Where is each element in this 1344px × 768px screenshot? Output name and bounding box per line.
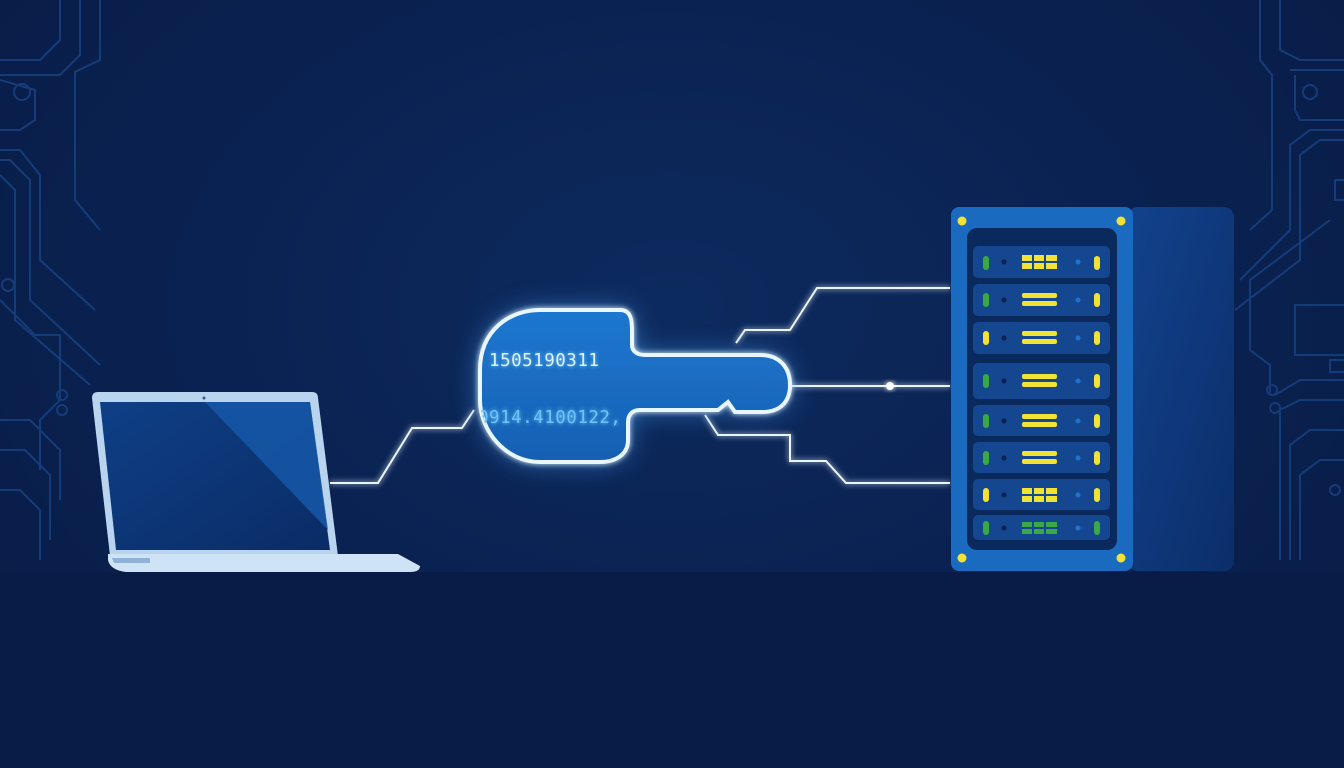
circuit-right-icon	[1234, 0, 1344, 560]
key-digit-line: 1505190311	[478, 351, 600, 371]
floor	[0, 572, 1344, 768]
key-icon	[478, 308, 793, 464]
server-link-top	[735, 287, 950, 344]
laptop-link-line	[330, 409, 475, 484]
server-units	[973, 246, 1110, 540]
circuit-left-icon	[0, 0, 101, 560]
signal-dot	[886, 382, 894, 390]
laptop-icon	[92, 392, 420, 572]
connection-lines	[330, 287, 950, 484]
server-link-bottom	[704, 414, 950, 484]
server-rack-icon	[951, 207, 1234, 571]
key-digits: 1505190311 0914.4100122, 020770091551.11…	[478, 314, 784, 464]
key-digit-line: 0914.4100122,	[478, 408, 622, 428]
